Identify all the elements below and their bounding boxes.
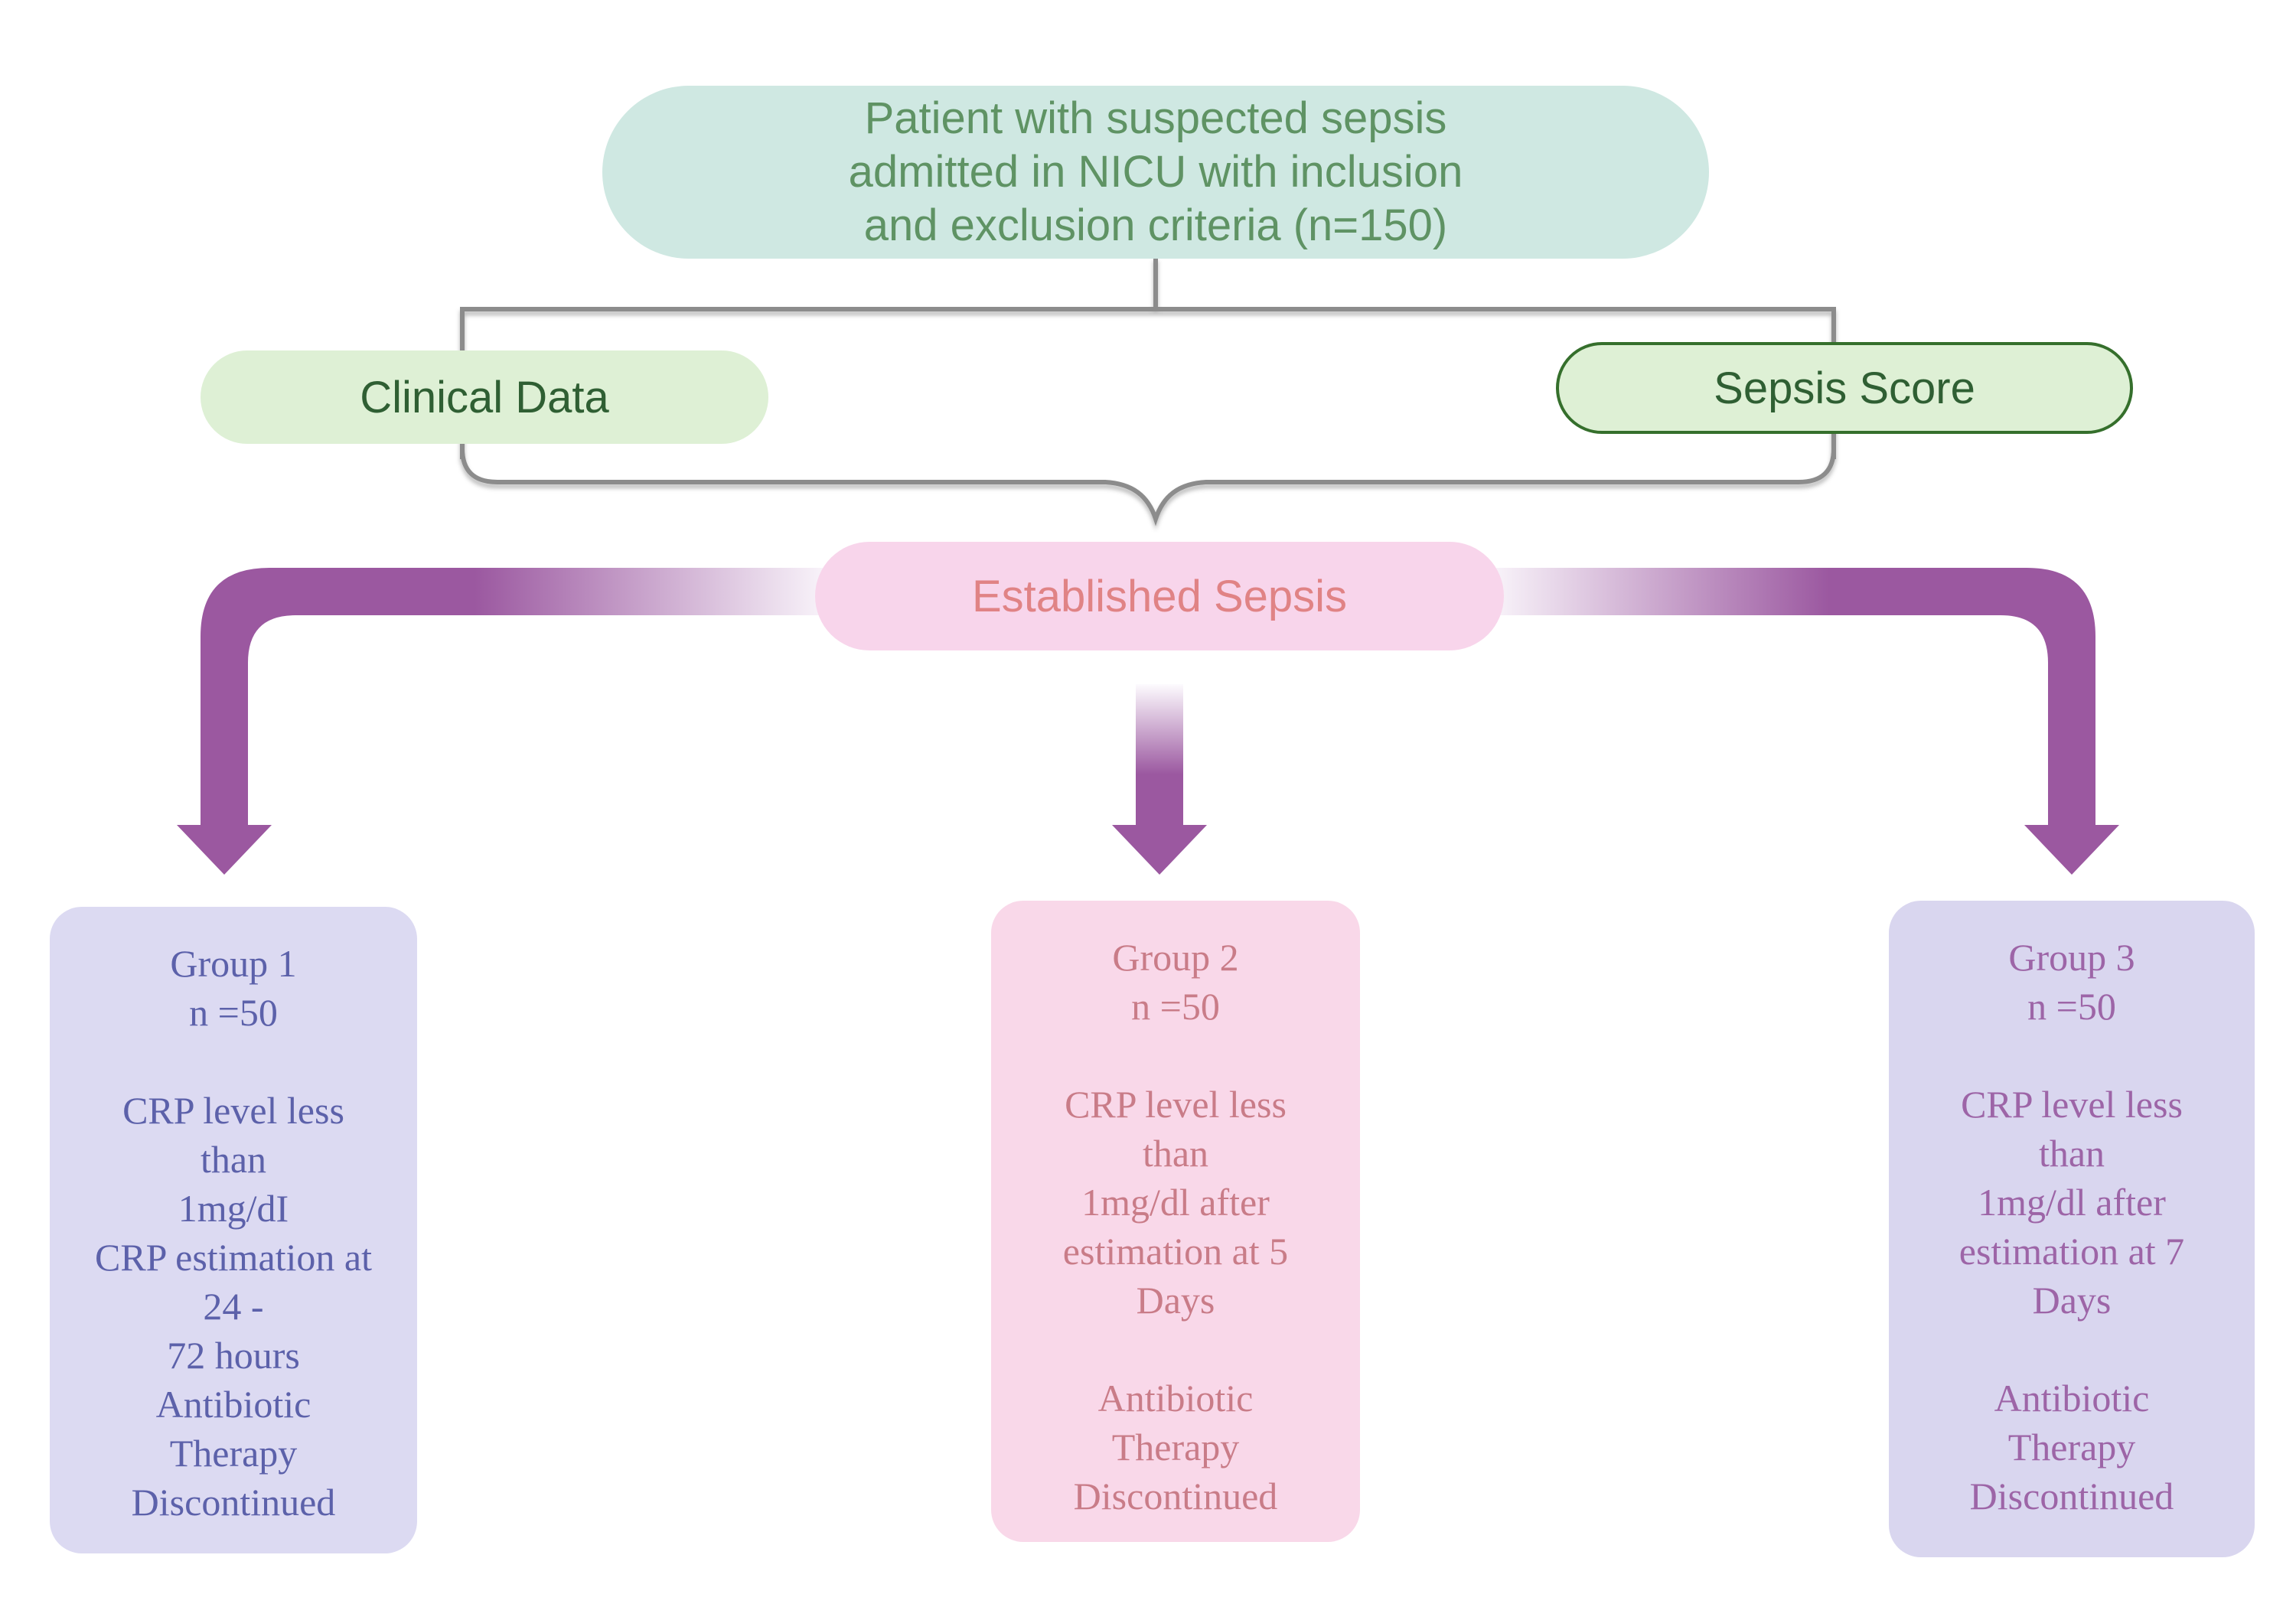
- flow-arrow-right: [1477, 568, 2119, 875]
- group-1-box: Group 1 n =50 CRP level less than 1mg/dI…: [50, 907, 417, 1553]
- connector-brace: [460, 430, 1836, 526]
- patient-criteria-box: Patient with suspected sepsis admitted i…: [602, 86, 1709, 259]
- group-3-box: Group 3 n =50 CRP level less than 1mg/dl…: [1889, 901, 2255, 1557]
- flow-arrow-down: [1112, 684, 1207, 875]
- flow-arrow-left: [177, 568, 842, 875]
- group-2-box: Group 2 n =50 CRP level less than 1mg/dl…: [991, 901, 1360, 1542]
- established-sepsis-pill: Established Sepsis: [815, 542, 1504, 650]
- clinical-data-pill: Clinical Data: [201, 350, 768, 444]
- sepsis-score-pill: Sepsis Score: [1556, 342, 2133, 434]
